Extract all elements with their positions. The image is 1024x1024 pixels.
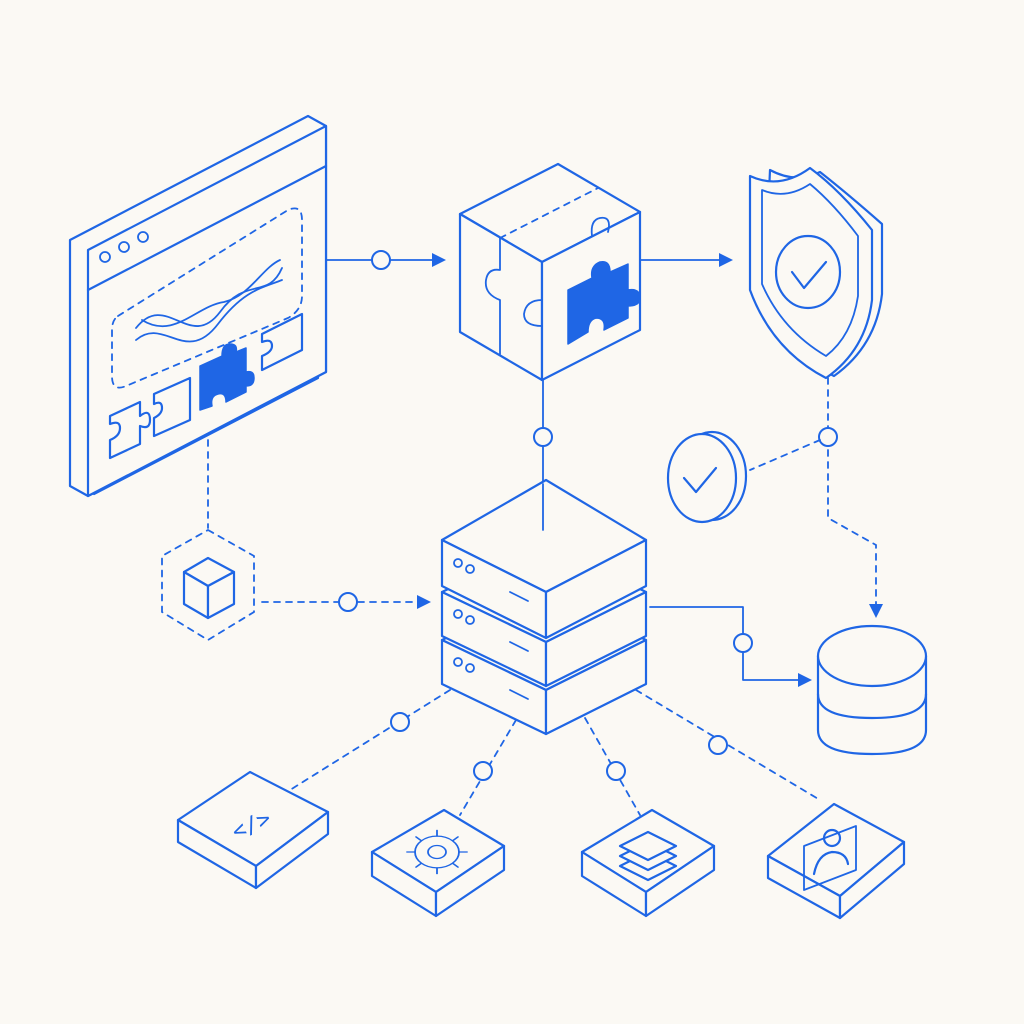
tile-user[interactable] — [766, 802, 906, 920]
connector-server-to-database — [649, 606, 812, 687]
puzzle-cube-icon — [458, 162, 642, 382]
connector-server-to-layers — [584, 717, 641, 816]
user-icon — [803, 825, 857, 891]
connector-shield-to-check — [749, 439, 821, 471]
connector-server-to-code — [289, 689, 451, 791]
browser-window-icon — [68, 114, 328, 498]
server-stack-icon — [440, 478, 648, 736]
tile-gear[interactable] — [370, 808, 506, 918]
shield-check-icon — [748, 166, 884, 380]
connectors — [207, 250, 883, 816]
package-hexagon-icon — [161, 528, 255, 642]
layers-icon — [618, 830, 678, 882]
gear-icon — [406, 829, 468, 875]
database-icon — [816, 624, 928, 756]
tile-layers[interactable] — [580, 808, 716, 918]
tile-code[interactable]: </> — [176, 770, 330, 890]
connector-server-to-user — [635, 689, 821, 801]
check-badge-icon — [666, 430, 748, 524]
connector-package-to-server — [261, 592, 431, 612]
connector-shield-to-database — [818, 377, 883, 618]
connector-cube-to-shield — [639, 253, 733, 267]
connector-server-to-gear — [459, 719, 517, 816]
connector-browser-to-cube — [325, 250, 446, 270]
server-unit-1 — [440, 478, 648, 640]
